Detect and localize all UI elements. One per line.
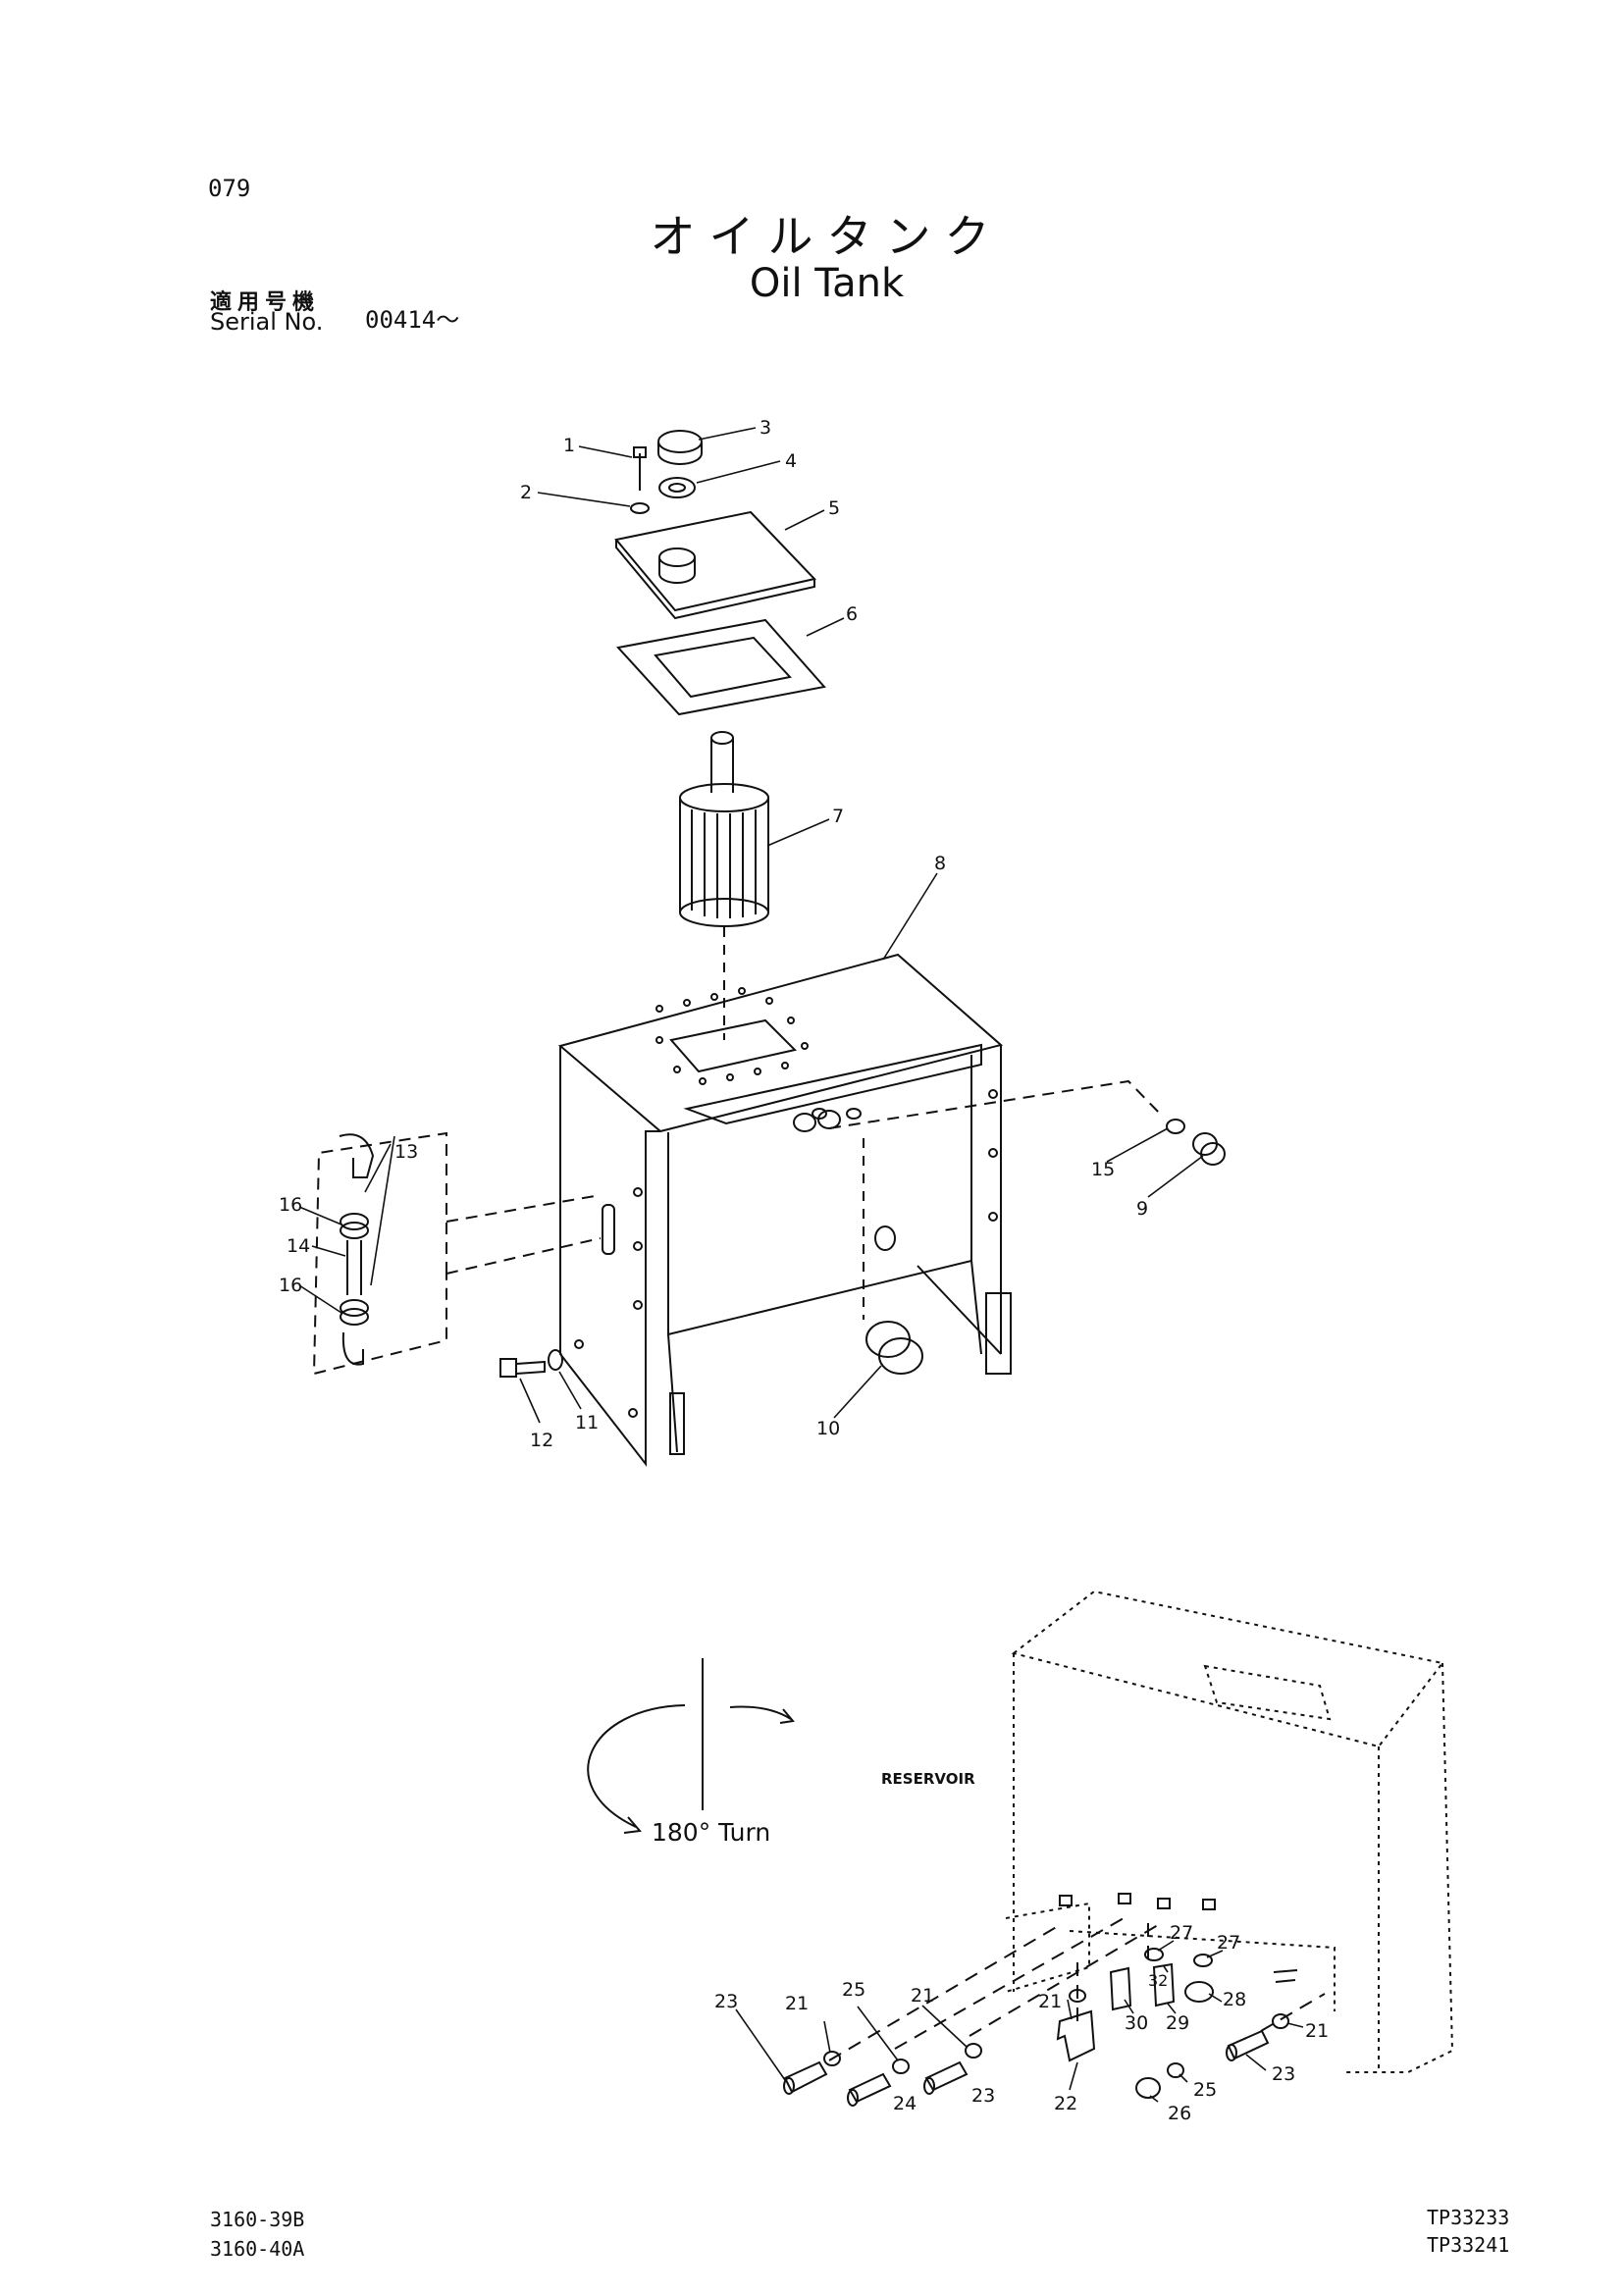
reservoir-outline	[1005, 1590, 1454, 2073]
footer-code-right-2: TP33241	[1427, 2233, 1510, 2257]
serial-value: 00414～	[365, 306, 460, 334]
oring-part-27-a	[1144, 1948, 1164, 1961]
callout-21-c: 21	[1038, 1991, 1062, 2012]
serial-label-japanese: 適用号機	[210, 290, 321, 315]
bolt-part-12	[499, 1358, 546, 1378]
callout-15: 15	[1091, 1159, 1115, 1180]
tank-part-8	[557, 953, 1012, 1467]
tank-ports	[793, 1108, 896, 1251]
oring-part-25-a	[892, 2059, 910, 2074]
callout-25-b: 25	[1193, 2079, 1217, 2101]
page-number: 079	[208, 175, 251, 202]
callout-1: 1	[563, 435, 575, 456]
callout-28: 28	[1223, 1989, 1246, 2010]
callout-16-upper: 16	[279, 1194, 302, 1216]
cover-plate-part-5	[614, 510, 816, 620]
callout-11: 11	[575, 1412, 599, 1434]
callout-22: 22	[1054, 2093, 1077, 2114]
adapter-part-29	[1152, 1962, 1176, 2007]
callout-21-d: 21	[1305, 2020, 1329, 2042]
reservoir-fittings	[1059, 1893, 1298, 1983]
callout-5: 5	[828, 497, 840, 519]
callout-30: 30	[1125, 2012, 1148, 2034]
plug-part-26	[1135, 2077, 1161, 2099]
nipple-part-23-c	[1226, 2029, 1270, 2061]
callout-10: 10	[816, 1418, 840, 1439]
leader-lines	[298, 427, 1304, 2103]
callout-27-b: 27	[1217, 1932, 1240, 1954]
nipple-part-24	[847, 2072, 892, 2107]
callout-12: 12	[530, 1430, 553, 1451]
pipe-lines	[828, 1917, 1326, 2061]
callout-13: 13	[394, 1141, 418, 1163]
callout-23-c: 23	[1272, 2063, 1295, 2085]
level-gauge-part-14	[339, 1133, 375, 1366]
callout-7: 7	[832, 806, 844, 827]
callout-21-a: 21	[785, 1993, 809, 2014]
callout-24: 24	[893, 2093, 917, 2114]
washer-part-11	[548, 1349, 563, 1371]
callout-14: 14	[287, 1235, 310, 1257]
callout-4: 4	[785, 450, 797, 472]
callout-21-b: 21	[911, 1985, 934, 2007]
rotation-arrow	[587, 1658, 795, 1834]
strainer-part-7	[679, 731, 769, 927]
callout-23-b: 23	[971, 2085, 995, 2107]
gasket-frame-part-6	[616, 618, 826, 716]
oring-part-21-a	[823, 2051, 841, 2066]
page-title-japanese: オイルタンク	[650, 210, 1004, 263]
callout-6: 6	[846, 603, 858, 625]
oring-part-21-d	[1272, 2013, 1289, 2029]
callout-26: 26	[1168, 2103, 1191, 2124]
callout-23-a: 23	[714, 1991, 738, 2012]
callout-16-lower: 16	[279, 1275, 302, 1296]
oring-part-27-b	[1193, 1954, 1213, 1967]
callout-9: 9	[1136, 1198, 1148, 1220]
oring-part-25-b	[1167, 2062, 1184, 2078]
nipple-part-23-a	[783, 2060, 828, 2095]
elbow-part-22	[1056, 2009, 1096, 2062]
oring-part-15	[1166, 1119, 1185, 1134]
footer-code-right-1: TP33233	[1427, 2206, 1510, 2229]
callout-2: 2	[520, 482, 532, 503]
callout-3: 3	[760, 417, 771, 439]
footer-code-left-1: 3160-39B	[210, 2208, 305, 2231]
oring-part-21-b	[965, 2043, 982, 2059]
callout-29: 29	[1166, 2012, 1189, 2034]
nipple-part-23-b	[923, 2060, 969, 2095]
plug-part-10	[865, 1321, 923, 1375]
plug-part-9	[1192, 1132, 1226, 1166]
page-title-english: Oil Tank	[749, 261, 905, 306]
callout-32: 32	[1148, 1971, 1168, 1990]
turn-label: 180° Turn	[652, 1818, 770, 1847]
gasket-part-4	[658, 477, 696, 498]
reservoir-label: RESERVOIR	[881, 1770, 975, 1788]
washer-part-2	[630, 502, 650, 514]
oring-part-21-c	[1069, 1989, 1086, 2003]
callout-27-a: 27	[1170, 1922, 1193, 1944]
callout-8: 8	[934, 853, 946, 874]
callout-labels: 1 2 3 4 5 6 7 8 9 10 11 12 13 14 15 16 1…	[279, 417, 1329, 2124]
plug-part-28	[1184, 1981, 1214, 2003]
callout-25-a: 25	[842, 1979, 865, 2001]
serial-label-english: Serial No.	[210, 308, 324, 336]
cap-part-3	[657, 430, 703, 465]
bolt-part-1	[633, 446, 647, 491]
footer-code-left-2: 3160-40A	[210, 2237, 305, 2261]
adapter-part-30	[1109, 1966, 1132, 2011]
